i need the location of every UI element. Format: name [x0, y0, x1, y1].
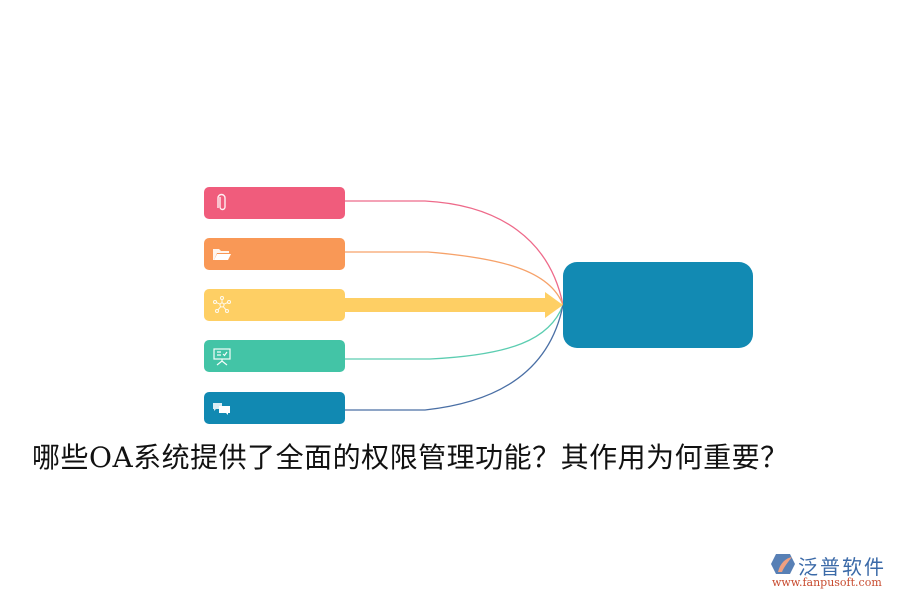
fanpusoft-logo: 泛普软件 www.fanpusoft.com — [768, 551, 893, 591]
diagram-card-5 — [204, 392, 345, 424]
logo-url-text: www.fanpusoft.com — [772, 576, 882, 589]
diagram-card-3 — [204, 289, 345, 321]
network-nodes-icon — [213, 296, 231, 313]
central-hub-node — [563, 262, 753, 348]
diagram-title: 哪些OA系统提供了全面的权限管理功能？其作用为何重要？ — [32, 441, 789, 474]
diagram-card-1 — [204, 187, 345, 219]
presentation-board-icon — [213, 348, 231, 366]
folder-open-icon — [213, 249, 231, 260]
diagram-card-4 — [204, 340, 345, 372]
logo-brand-text: 泛普软件 — [798, 555, 886, 579]
diagram-card-2 — [204, 238, 345, 270]
chat-bubbles-icon — [213, 403, 230, 415]
paperclip-icon — [217, 193, 226, 211]
logo-mark-icon — [771, 554, 795, 574]
